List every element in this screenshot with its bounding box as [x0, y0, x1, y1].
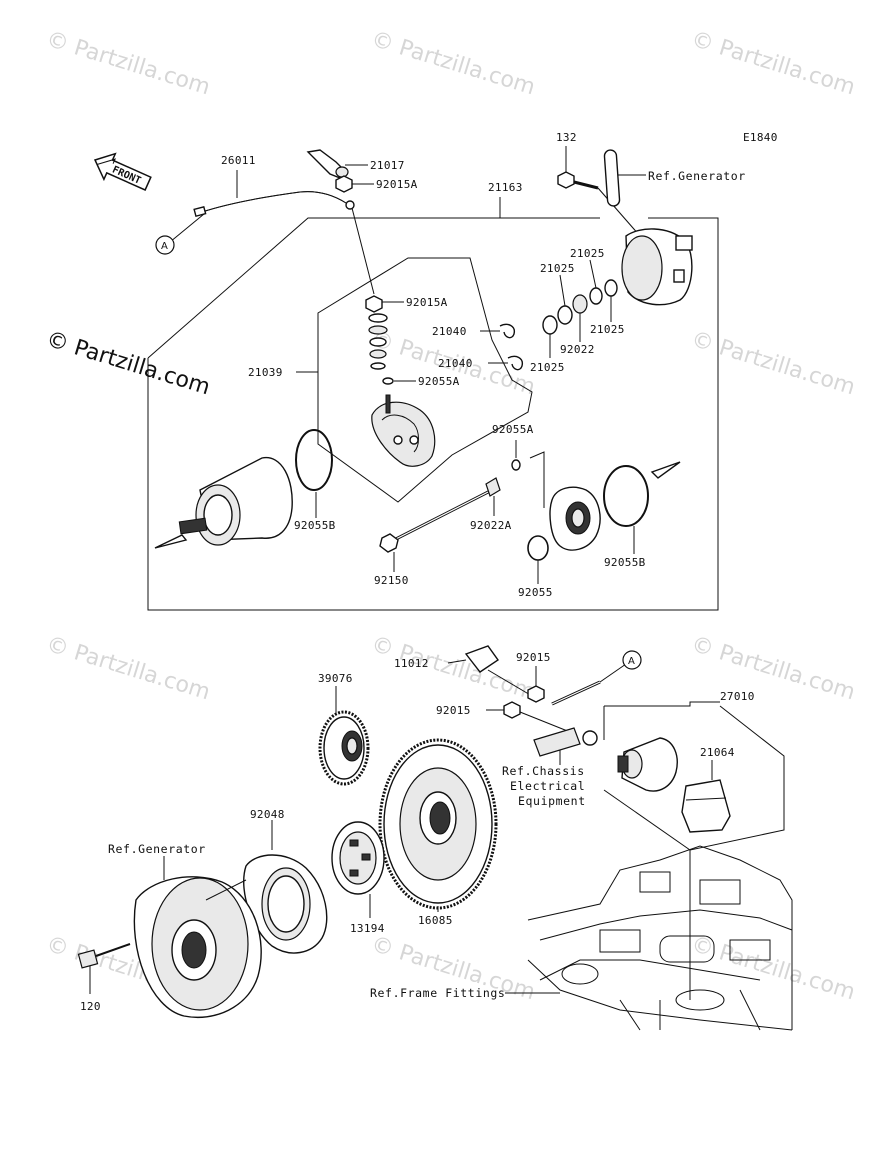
label-11012: 11012	[394, 657, 429, 670]
oring-92055A-a: 92055A	[382, 375, 460, 388]
bolt-120: 120	[77, 943, 131, 1013]
label-16085: 16085	[418, 914, 453, 927]
label-92055B-b: 92055B	[604, 556, 646, 569]
label-21064: 21064	[700, 746, 735, 759]
label-92022A: 92022A	[470, 519, 512, 532]
cable-to-a-bottom: A	[551, 650, 642, 706]
terminal-cap-21017: 21017	[306, 149, 405, 179]
nut-92015-a: 92015	[516, 651, 551, 703]
washer-92022A: 92022A	[470, 477, 512, 532]
bolt-92150: 92150	[374, 486, 497, 587]
front-arrow: FRONT	[93, 152, 152, 191]
label-21163: 21163	[488, 181, 523, 194]
ref-chassis-line2: Electrical	[510, 779, 585, 793]
washer-set-21025: 21025 21025 21025 92022 21025	[530, 247, 625, 374]
relay-cover-21064: 21064	[681, 746, 735, 833]
assembly-outline-21039	[317, 257, 533, 503]
label-92015-b: 92015	[436, 704, 471, 717]
frame-fittings: Ref.Frame Fittings	[370, 845, 793, 1031]
brush-21040-a: 21040	[432, 323, 515, 339]
connector-a-bottom	[622, 650, 642, 670]
nut-92015A-mid: 92015A	[365, 295, 448, 313]
bolt-132: 132	[556, 131, 641, 237]
label-92150: 92150	[374, 574, 409, 587]
relay-assembly-27010: 27010	[603, 690, 785, 1000]
end-cover	[621, 228, 693, 306]
label-92015A-top: 92015A	[376, 178, 418, 191]
watermark: © Partzilla.com	[368, 27, 538, 101]
label-21017: 21017	[370, 159, 405, 172]
gear-39076: 39076	[318, 672, 370, 786]
connector-a-top	[155, 235, 175, 255]
ref-generator-bottom: Ref.Generator	[108, 842, 206, 856]
oring-92055: 92055	[518, 535, 553, 599]
label-27010: 27010	[720, 690, 755, 703]
label-39076: 39076	[318, 672, 353, 685]
label-21040-a: 21040	[432, 325, 467, 338]
front-cover	[529, 451, 601, 551]
label-92055: 92055	[518, 586, 553, 599]
nut-92015A-top: 92015A	[335, 175, 418, 193]
clutch-13194: 13194	[331, 821, 385, 935]
label-26011: 26011	[221, 154, 256, 167]
cable-cap-11012: 11012	[394, 645, 533, 697]
ref-chassis-line3: Equipment	[518, 794, 586, 808]
chassis-harness: Ref.Chassis Electrical Equipment	[502, 727, 598, 808]
watermark: © Partzilla.com	[43, 632, 213, 706]
label-92055A-b: 92055A	[492, 423, 534, 436]
label-92015-a: 92015	[516, 651, 551, 664]
starter-motor-body	[154, 457, 293, 549]
svg-text:A: A	[628, 656, 635, 667]
label-92048: 92048	[250, 808, 285, 821]
watermark: © Partzilla.com	[688, 27, 858, 101]
label-92015A-mid: 92015A	[406, 296, 448, 309]
brush-holder-plate	[371, 394, 436, 467]
ref-frame-fittings: Ref.Frame Fittings	[370, 986, 505, 1000]
label-92022: 92022	[560, 343, 595, 356]
oring-92055B-a: 92055B	[294, 429, 336, 532]
generator-ref-bracket: Ref.Generator	[603, 149, 746, 207]
watermark: © Partzilla.com	[688, 632, 858, 706]
generator-rotor: Ref.Generator	[108, 842, 262, 1019]
watermark: © Partzilla.com	[688, 327, 858, 401]
label-21025-b: 21025	[570, 247, 605, 260]
watermark: © Partzilla.com	[43, 27, 213, 101]
label-21025-c: 21025	[590, 323, 625, 336]
label-13194: 13194	[350, 922, 385, 935]
label-21025-a: 21025	[540, 262, 575, 275]
terminal-washer-stack	[368, 313, 388, 370]
oring-92055A-b: 92055A	[492, 423, 534, 471]
diagram-code: E1840	[743, 131, 778, 144]
label-21039: 21039	[248, 366, 283, 379]
label-21040-b: 21040	[438, 357, 473, 370]
label-132: 132	[556, 131, 577, 144]
label-92055A-a: 92055A	[418, 375, 460, 388]
brush-21040-b: 21040	[438, 355, 523, 371]
label-120: 120	[80, 1000, 101, 1013]
ref-generator-top: Ref.Generator	[648, 169, 746, 183]
gear-16085: 16085	[378, 738, 498, 927]
battery-cable-26011: 26011 A	[155, 154, 355, 255]
plate-92048: 92048	[243, 808, 328, 954]
nut-92015-b: 92015	[436, 701, 571, 733]
oring-92055B-b: 92055B	[603, 461, 681, 569]
ref-chassis-line1: Ref.Chassis	[502, 764, 585, 778]
label-21025-d: 21025	[530, 361, 565, 374]
svg-text:A: A	[161, 241, 168, 252]
assembly-outline-21163	[147, 217, 719, 611]
label-92055B-a: 92055B	[294, 519, 336, 532]
watermark-prominent: © Partzilla.com	[43, 327, 213, 401]
